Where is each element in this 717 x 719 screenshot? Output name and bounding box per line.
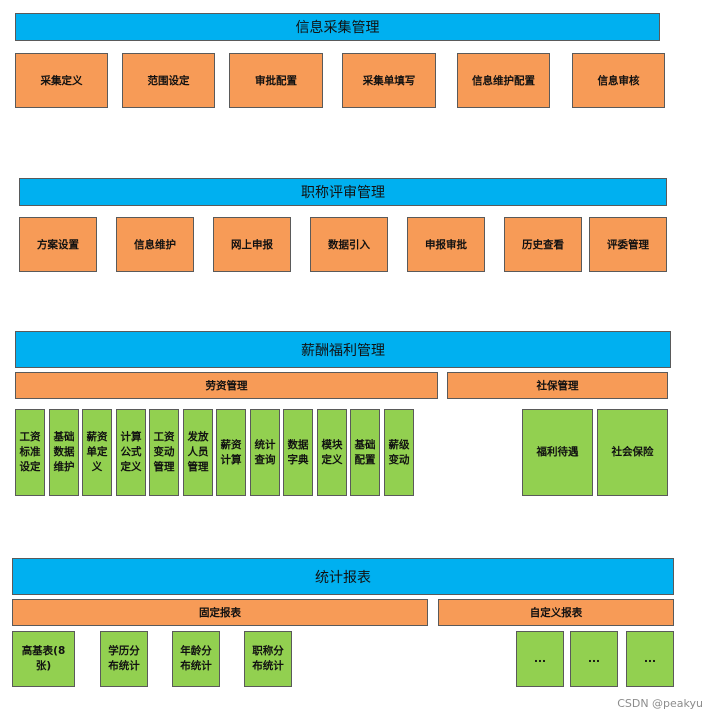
node-label: 信息审核 — [597, 75, 640, 87]
node-data-dictionary: 数据字典 — [283, 409, 313, 496]
subheader-fixed-report: 固定报表 — [12, 599, 428, 626]
node-label: 高基表(8张) — [21, 645, 66, 672]
watermark-credit: CSDN @peakyu — [617, 697, 703, 710]
node-label: ... — [588, 652, 600, 665]
node-collection-definition: 采集定义 — [15, 53, 108, 108]
node-label: 年龄分布统计 — [180, 645, 212, 672]
node-history-view: 历史查看 — [504, 217, 582, 272]
node-committee-management: 评委管理 — [589, 217, 667, 272]
node-label: 采集定义 — [40, 75, 83, 87]
header-statistics-report: 统计报表 — [12, 558, 674, 595]
node-label: 基础数据维护 — [53, 431, 75, 473]
header-label: 统计报表 — [315, 569, 371, 586]
subheader-labor-wage: 劳资管理 — [15, 372, 438, 399]
node-label: 模块定义 — [321, 438, 343, 466]
header-info-collection: 信息采集管理 — [15, 13, 660, 41]
subheader-label: 自定义报表 — [529, 607, 583, 619]
header-label: 信息采集管理 — [295, 20, 380, 36]
subheader-custom-report: 自定义报表 — [438, 599, 674, 626]
node-base-data: 基础数据维护 — [49, 409, 79, 496]
node-label: 审批配置 — [255, 75, 297, 87]
node-label: 评委管理 — [607, 239, 649, 251]
node-module-definition: 模块定义 — [317, 409, 347, 496]
node-custom-placeholder-2: ... — [570, 631, 618, 687]
node-application-approval: 申报审批 — [407, 217, 485, 272]
node-custom-placeholder-1: ... — [516, 631, 564, 687]
subheader-label: 社保管理 — [536, 380, 579, 392]
node-label: 统计查询 — [254, 438, 276, 466]
node-label: 计算公式定义 — [120, 431, 142, 473]
node-wage-change: 工资变动管理 — [149, 409, 179, 496]
node-plan-setting: 方案设置 — [19, 217, 97, 272]
node-title-distribution: 职称分布统计 — [244, 631, 292, 687]
node-label: 职称分布统计 — [252, 645, 284, 672]
node-label: 学历分布统计 — [108, 645, 140, 672]
node-label: 基础配置 — [354, 438, 376, 466]
node-form-fill: 采集单填写 — [342, 53, 436, 108]
node-education-distribution: 学历分布统计 — [100, 631, 148, 687]
node-label: 社会保险 — [611, 446, 654, 458]
node-label: ... — [534, 652, 546, 665]
node-social-insurance: 社会保险 — [597, 409, 668, 496]
node-label: 薪级变动 — [388, 438, 410, 466]
node-label: 网上申报 — [231, 239, 273, 251]
header-title-review: 职称评审管理 — [19, 178, 667, 206]
node-label: 薪资计算 — [220, 438, 242, 466]
node-label: 范围设定 — [147, 75, 190, 87]
node-label: 数据引入 — [328, 239, 370, 251]
node-formula-definition: 计算公式定义 — [116, 409, 146, 496]
node-age-distribution: 年龄分布统计 — [172, 631, 220, 687]
node-custom-placeholder-3: ... — [626, 631, 674, 687]
node-label: 信息维护配置 — [472, 75, 535, 87]
node-statistics-query: 统计查询 — [250, 409, 280, 496]
node-payslip-definition: 薪资单定义 — [82, 409, 112, 496]
node-base-config: 基础配置 — [350, 409, 380, 496]
node-label: 采集单填写 — [362, 75, 416, 87]
node-info-maintenance-config: 信息维护配置 — [457, 53, 550, 108]
header-label: 职称评审管理 — [301, 185, 385, 201]
node-salary-calc: 薪资计算 — [216, 409, 246, 496]
node-label: 信息维护 — [134, 239, 176, 251]
node-label: 历史查看 — [522, 239, 564, 251]
header-compensation: 薪酬福利管理 — [15, 331, 671, 368]
node-approval-config: 审批配置 — [229, 53, 323, 108]
node-wage-standard: 工资标准设定 — [15, 409, 45, 496]
node-label: 数据字典 — [287, 438, 309, 466]
header-label: 薪酬福利管理 — [301, 342, 385, 359]
node-label: 工资标准设定 — [19, 431, 41, 473]
node-scope-setting: 范围设定 — [122, 53, 215, 108]
node-label: 薪资单定义 — [86, 431, 108, 473]
node-data-import: 数据引入 — [310, 217, 388, 272]
node-higher-ed-table: 高基表(8张) — [12, 631, 75, 687]
subheader-social-security: 社保管理 — [447, 372, 668, 399]
node-info-maintenance: 信息维护 — [116, 217, 194, 272]
node-label: ... — [644, 652, 656, 665]
subheader-label: 劳资管理 — [205, 380, 248, 392]
node-welfare: 福利待遇 — [522, 409, 593, 496]
node-online-application: 网上申报 — [213, 217, 291, 272]
node-payee-management: 发放人员管理 — [183, 409, 213, 496]
node-label: 方案设置 — [37, 239, 79, 251]
node-info-review: 信息审核 — [572, 53, 665, 108]
node-label: 申报审批 — [425, 239, 467, 251]
node-grade-change: 薪级变动 — [384, 409, 414, 496]
node-label: 福利待遇 — [536, 446, 579, 458]
node-label: 工资变动管理 — [153, 431, 175, 473]
node-label: 发放人员管理 — [187, 431, 209, 473]
subheader-label: 固定报表 — [199, 607, 241, 619]
